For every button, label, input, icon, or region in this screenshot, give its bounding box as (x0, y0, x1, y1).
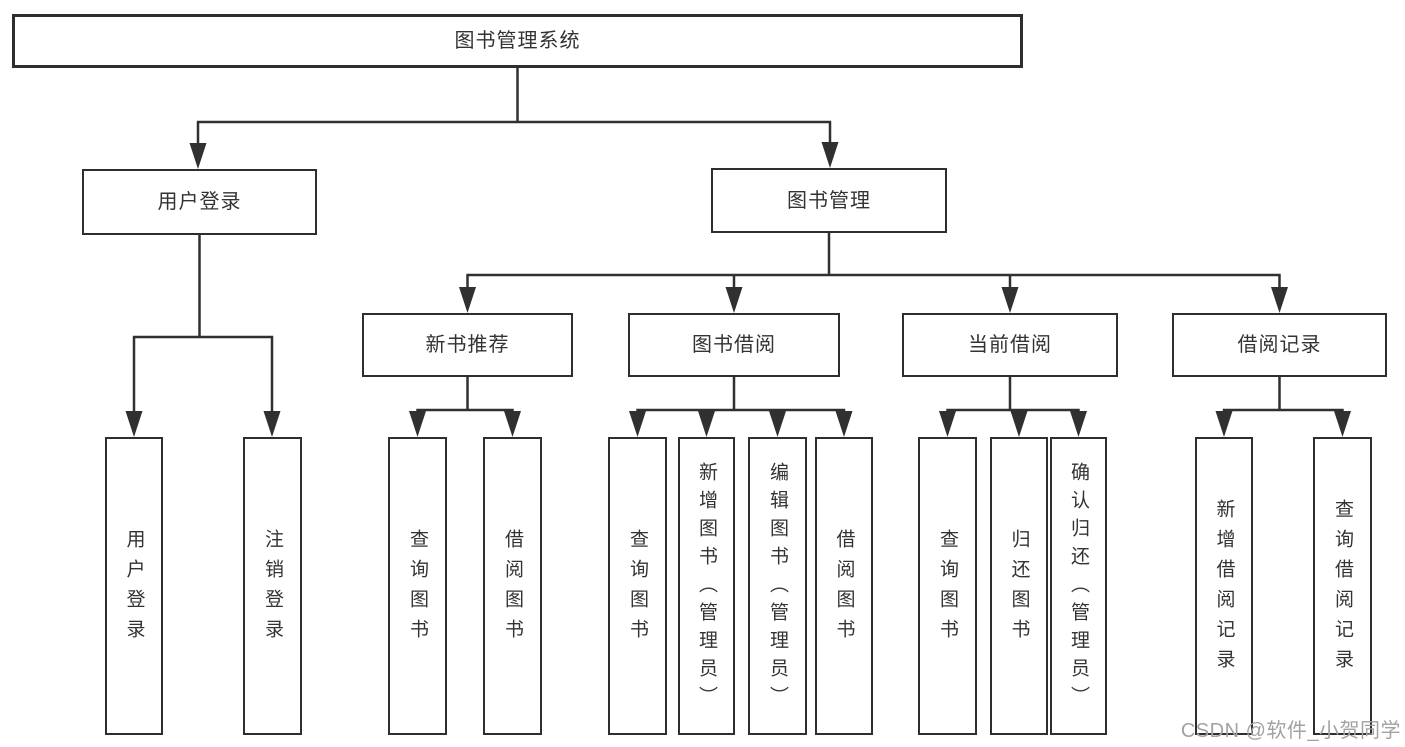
arrow-down-icon (263, 411, 281, 437)
leaf-borrow-books: 借阅图书 (815, 437, 873, 735)
node-book-management: 图书管理 (711, 168, 947, 233)
arrow-down-icon (769, 411, 786, 437)
arrow-down-icon (189, 143, 207, 169)
node-library-system: 图书管理系统 (12, 14, 1023, 68)
leaf-return-book: 归还图书 (990, 437, 1048, 735)
node-new-book-recommend: 新书推荐 (362, 313, 573, 377)
leaf-edit-book-admin: 编辑图书（管理员） (748, 437, 807, 735)
arrow-down-icon (1010, 411, 1028, 437)
arrow-down-icon (1001, 287, 1019, 313)
arrow-down-icon (125, 411, 143, 437)
arrow-down-icon (939, 411, 956, 437)
arrow-down-icon (1334, 411, 1351, 437)
leaf-user-login: 用户登录 (105, 437, 163, 735)
arrow-down-icon (835, 411, 853, 437)
arrow-down-icon (725, 287, 743, 313)
arrow-down-icon (821, 142, 839, 168)
arrow-down-icon (629, 411, 646, 437)
leaf-logout: 注销登录 (243, 437, 302, 735)
arrow-down-icon (459, 287, 476, 313)
node-book-borrow: 图书借阅 (628, 313, 840, 377)
arrow-down-icon (1070, 411, 1087, 437)
node-current-borrow: 当前借阅 (902, 313, 1118, 377)
leaf-query-borrow-record: 查询借阅记录 (1313, 437, 1372, 735)
node-borrow-records: 借阅记录 (1172, 313, 1387, 377)
arrow-down-icon (409, 411, 426, 437)
leaf-query-books-borrow: 查询图书 (608, 437, 667, 735)
leaf-add-book-admin: 新增图书（管理员） (678, 437, 735, 735)
arrow-down-icon (1215, 411, 1233, 437)
watermark: CSDN @软件_小贺同学 (1180, 720, 1401, 742)
arrow-down-icon (698, 411, 715, 437)
leaf-query-books-current: 查询图书 (918, 437, 977, 735)
leaf-borrow-books-recommend: 借阅图书 (483, 437, 542, 735)
leaf-add-borrow-record: 新增借阅记录 (1195, 437, 1253, 735)
arrow-down-icon (1271, 287, 1288, 313)
leaf-confirm-return-admin: 确认归还（管理员） (1050, 437, 1107, 735)
node-user-login: 用户登录 (82, 169, 317, 235)
leaf-query-books-recommend: 查询图书 (388, 437, 447, 735)
arrow-down-icon (504, 411, 521, 437)
